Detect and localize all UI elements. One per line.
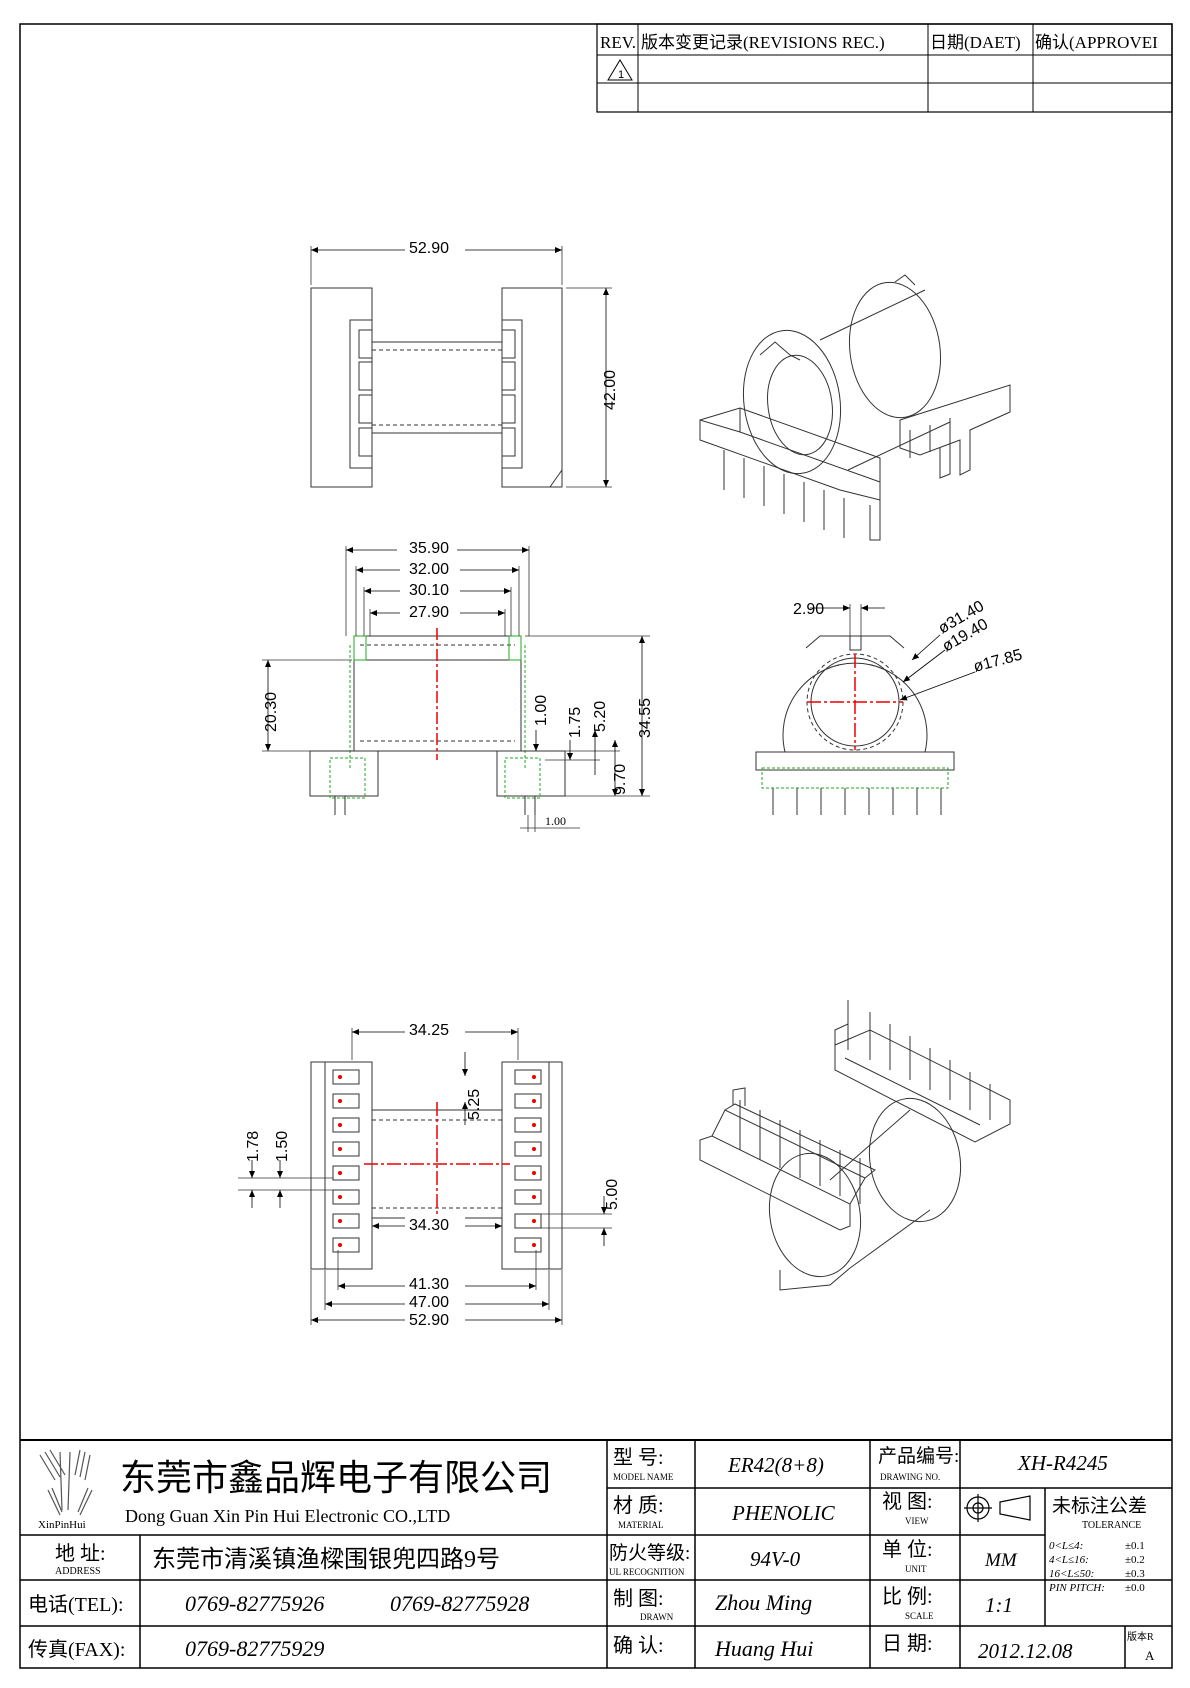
bottom-centerline	[364, 1102, 510, 1226]
confirm-value: Huang Hui	[714, 1636, 813, 1661]
company-logo	[39, 1449, 93, 1516]
address-label-en: ADDRESS	[55, 1566, 101, 1577]
drawn-value: Zhou Ming	[715, 1590, 812, 1615]
dim-bottom-w1: 41.30	[409, 1276, 449, 1293]
tolerance-row3-range: 16<L≤50:	[1049, 1568, 1094, 1580]
tolerance-row2-value: ±0.2	[1125, 1554, 1145, 1566]
end-center-mark	[807, 654, 903, 750]
dim-end-d3: ø17.85	[972, 647, 1025, 676]
fax-value: 0769-82775929	[185, 1636, 324, 1661]
model-label-en: MODEL NAME	[613, 1472, 674, 1482]
dim-side-d1: 1.00	[533, 695, 550, 726]
dim-side-w4: 27.90	[409, 604, 449, 621]
unit-value: MM	[984, 1550, 1018, 1571]
dim-bottom-w2: 47.00	[409, 1294, 449, 1311]
tolerance-row1-range: 0<L≤4:	[1049, 1540, 1083, 1552]
dim-side-pin: 9.70	[612, 764, 629, 795]
dim-bottom-w3: 52.90	[409, 1312, 449, 1329]
bottom-pin-markers	[338, 1075, 536, 1247]
scale-label-en: SCALE	[905, 1611, 934, 1621]
tolerance-title: 未标注公差	[1052, 1495, 1147, 1517]
material-label: 材 质:	[613, 1494, 664, 1517]
address-label: 地 址:	[55, 1542, 106, 1565]
dim-bottom-p1: 1.78	[245, 1131, 262, 1162]
version-value: A	[1145, 1648, 1155, 1663]
revision-table: REV. 版本变更记录(REVISIONS REC.) 日期(DAET) 确认(…	[596, 23, 1173, 113]
date-col-header: 日期(DAET)	[930, 33, 1021, 52]
drawn-label: 制 图:	[613, 1587, 664, 1610]
model-value: ER42(8+8)	[727, 1453, 824, 1477]
dim-bottom-r: 5.00	[604, 1179, 621, 1210]
outer-frame	[19, 23, 1173, 1669]
address-value: 东莞市清溪镇渔樑围银兜四路9号	[152, 1546, 500, 1573]
dim-side-w2: 32.00	[409, 561, 449, 578]
projection-symbol-icon	[964, 1494, 1031, 1522]
approve-col-header: 确认(APPROVEI	[1035, 33, 1158, 52]
dim-end-slot: 2.90	[793, 601, 824, 618]
date-label: 日 期:	[882, 1633, 933, 1655]
model-label: 型 号:	[613, 1446, 664, 1469]
view-label: 视 图:	[882, 1490, 933, 1513]
unit-label: 单 位:	[882, 1538, 933, 1561]
isometric-view-top	[699, 274, 1011, 541]
isometric-view-bottom	[699, 1000, 1011, 1291]
tel-value-1: 0769-82775926	[185, 1591, 324, 1616]
fire-rating-label-en: UL RECOGNITION	[609, 1567, 685, 1577]
dim-side-w3: 30.10	[409, 582, 449, 599]
bottom-view	[238, 1028, 612, 1325]
company-name-en: Dong Guan Xin Pin Hui Electronic CO.,LTD	[125, 1506, 450, 1526]
drawing-no-value: XH-R4245	[1017, 1451, 1108, 1475]
dim-top-width: 52.90	[409, 240, 449, 257]
logo-text: XinPinHui	[38, 1519, 86, 1531]
view-label-en: VIEW	[905, 1516, 929, 1526]
dim-bottom-top-width: 34.25	[409, 1022, 449, 1039]
title-block-lines	[20, 1439, 1172, 1668]
tel-value-2: 0769-82775928	[390, 1591, 529, 1616]
dim-side-height-left: 20.30	[263, 692, 280, 732]
drawn-label-en: DRAWN	[640, 1612, 674, 1622]
revision-symbol: 1	[618, 69, 624, 81]
fire-rating-value: 94V-0	[750, 1547, 801, 1571]
top-view	[310, 246, 612, 488]
tolerance-row2-range: 4<L≤16:	[1049, 1554, 1089, 1566]
material-value: PHENOLIC	[731, 1501, 836, 1525]
revision-triangle-icon	[607, 59, 633, 81]
confirm-label: 确 认:	[613, 1634, 664, 1657]
tolerance-row3-value: ±0.3	[1125, 1568, 1145, 1580]
unit-label-en: UNIT	[905, 1564, 927, 1574]
scale-value: 1:1	[985, 1593, 1013, 1617]
tolerance-row4-value: ±0.0	[1125, 1582, 1145, 1594]
drawing-no-label-en: DRAWING NO.	[880, 1472, 940, 1482]
fire-rating-label: 防火等级:	[609, 1542, 690, 1564]
dim-bottom-p2: 1.50	[274, 1131, 291, 1162]
material-label-en: MATERIAL	[618, 1520, 664, 1530]
dim-bottom-h1: 5.25	[466, 1089, 483, 1120]
dim-bottom-mid: 34.30	[409, 1217, 449, 1234]
dim-side-d2: 1.75	[567, 707, 584, 738]
tolerance-row1-value: ±0.1	[1125, 1540, 1145, 1552]
dim-side-total: 34.55	[637, 698, 654, 738]
fax-label: 传真(FAX):	[28, 1638, 125, 1661]
date-value: 2012.12.08	[978, 1639, 1073, 1663]
drawing-no-label: 产品编号:	[878, 1445, 959, 1467]
dim-side-w1: 35.90	[409, 540, 449, 557]
tolerance-title-en: TOLERANCE	[1082, 1520, 1141, 1531]
dim-side-pin-width: 1.00	[545, 814, 566, 828]
rev-col-header: REV.	[600, 33, 636, 52]
company-name-cn: 东莞市鑫品辉电子有限公司	[120, 1458, 552, 1498]
scale-label: 比 例:	[882, 1585, 933, 1608]
revisions-col-header: 版本变更记录(REVISIONS REC.)	[641, 33, 885, 52]
dim-side-d3: 5.20	[592, 701, 609, 732]
tolerance-row4-range: PIN PITCH:	[1048, 1582, 1105, 1594]
dim-top-height: 42.00	[602, 370, 619, 410]
version-label: 版本R	[1127, 1630, 1154, 1643]
tel-label: 电话(TEL):	[28, 1593, 124, 1616]
